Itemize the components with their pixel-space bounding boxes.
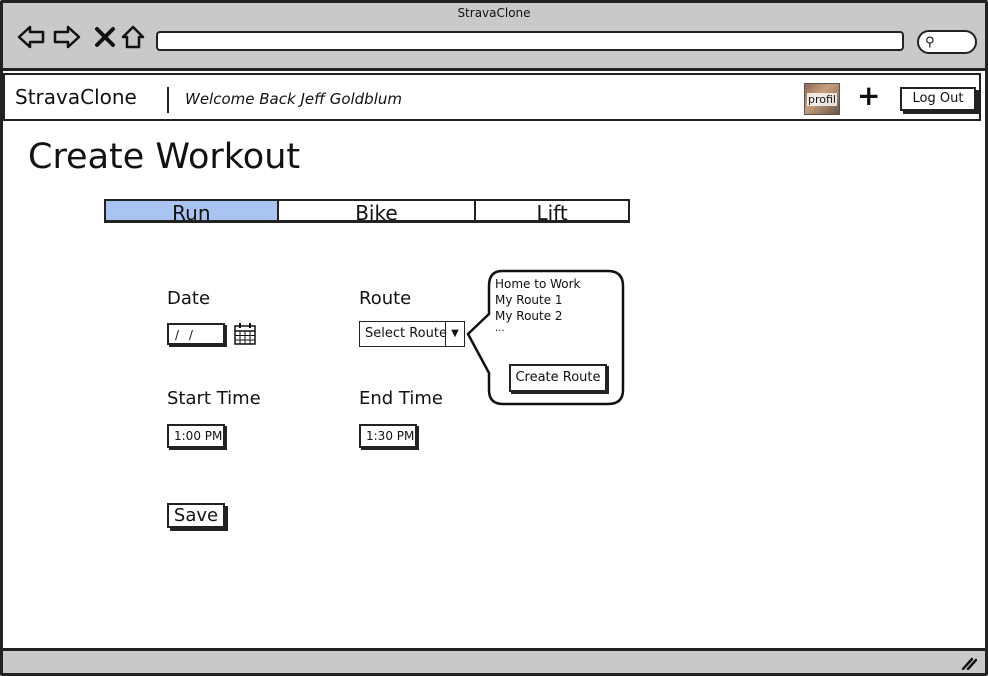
workout-type-tabs: Run Bike Lift <box>104 199 630 223</box>
url-bar[interactable] <box>156 31 904 51</box>
page-title: Create Workout <box>28 137 301 177</box>
route-option[interactable]: Home to Work <box>495 277 581 291</box>
home-icon[interactable] <box>119 23 147 51</box>
create-route-button[interactable]: Create Route <box>509 364 607 392</box>
date-field[interactable]: / / <box>167 323 225 345</box>
browser-toolbar: StravaClone ⚲ <box>3 3 985 71</box>
window-title: StravaClone <box>457 6 531 20</box>
end-time-field[interactable]: 1:30 PM <box>359 424 417 448</box>
resize-icon[interactable] <box>961 656 977 670</box>
status-bar <box>3 648 985 673</box>
back-icon[interactable] <box>17 23 45 51</box>
avatar-label: profil <box>807 93 837 106</box>
date-label: Date <box>167 288 211 309</box>
tab-lift[interactable]: Lift <box>536 201 568 220</box>
search-icon: ⚲ <box>925 35 935 50</box>
search-box[interactable]: ⚲ <box>917 30 977 54</box>
end-time-label: End Time <box>359 388 443 409</box>
app-header: StravaClone Welcome Back Jeff Goldblum p… <box>3 73 981 121</box>
header-divider <box>167 87 169 113</box>
avatar[interactable]: profil <box>804 83 840 115</box>
tab-bike[interactable]: Bike <box>279 201 477 220</box>
route-label: Route <box>359 288 412 309</box>
add-workout-button[interactable]: + <box>857 79 881 112</box>
route-select[interactable]: Select Route ▼ <box>359 321 465 347</box>
route-option-more: ... <box>495 323 505 334</box>
route-option[interactable]: My Route 2 <box>495 309 563 323</box>
route-popover: Home to Work My Route 1 My Route 2 ... C… <box>466 268 626 408</box>
dropdown-arrow-icon[interactable]: ▼ <box>445 322 464 346</box>
route-option[interactable]: My Route 1 <box>495 293 563 307</box>
logout-button[interactable]: Log Out <box>900 87 976 111</box>
app-name[interactable]: StravaClone <box>15 85 137 109</box>
calendar-icon[interactable] <box>233 322 257 346</box>
save-button[interactable]: Save <box>167 503 225 528</box>
welcome-text: Welcome Back Jeff Goldblum <box>185 90 402 108</box>
start-time-label: Start Time <box>167 388 261 409</box>
forward-icon[interactable] <box>53 23 81 51</box>
start-time-field[interactable]: 1:00 PM <box>167 424 225 448</box>
tab-run[interactable]: Run <box>106 201 279 220</box>
close-icon[interactable] <box>91 23 119 51</box>
route-select-value: Select Route <box>365 326 447 341</box>
